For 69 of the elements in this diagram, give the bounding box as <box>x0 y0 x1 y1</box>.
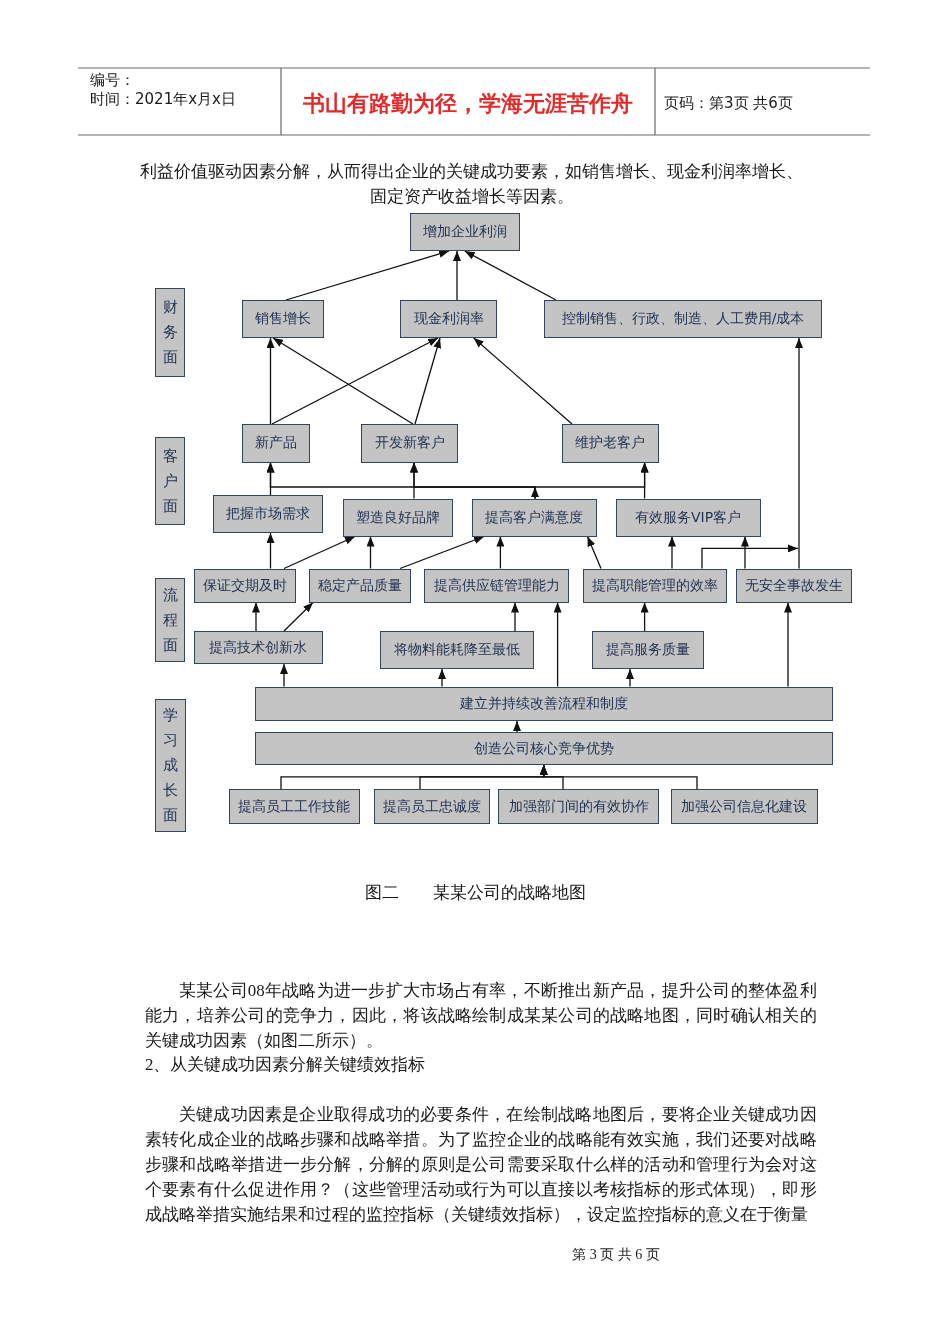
section-heading: 2、从关键成功因素分解关键绩效指标 <box>145 1054 426 1076</box>
strategy-box: 加强公司信息化建设 <box>671 789 818 824</box>
strategy-box: 现金利润率 <box>400 300 497 338</box>
side-label-box: 流程面 <box>155 578 185 662</box>
motto-text: 书山有路勤为径，学海无涯苦作舟 <box>302 90 634 118</box>
arrow <box>668 535 676 570</box>
strategy-box: 加强部门间的有效协作 <box>498 789 659 824</box>
strategy-box: 有效服务VIP客户 <box>615 498 761 537</box>
arrow <box>266 337 275 425</box>
strategy-box: 提高员工忠诚度 <box>373 789 490 824</box>
arrow <box>271 337 439 425</box>
strategy-box: 提高服务质量 <box>592 631 704 669</box>
arrow <box>741 535 749 570</box>
footer-page-number: 第 3 页 共 6 页 <box>571 1246 661 1264</box>
strategy-box: 建立并持续改善流程和制度 <box>255 686 833 721</box>
arrow <box>511 601 519 632</box>
arrow <box>280 663 288 688</box>
arrow <box>534 461 649 500</box>
arrow <box>283 535 356 570</box>
arrow <box>473 337 573 425</box>
arrow <box>795 337 803 570</box>
paragraph: 某某公司08年战略为进一步扩大市场占有率，不断推出新产品，提升公司的整体盈利能力，培养公司的竞争力，因此，将该战略绘制成某某公司的战略地图，同时确认相关的关键成功因素（如图二所示）。 <box>145 979 817 1052</box>
strategy-box: 稳定产品质量 <box>309 568 411 603</box>
figure-caption: 图二 某某公司的战略地图 <box>363 882 587 904</box>
arrow <box>252 601 260 632</box>
strategy-box: 塑造良好品牌 <box>343 498 453 537</box>
side-label-box: 学习成长面 <box>155 699 186 832</box>
page-number-text: 页码：第3页 共6页 <box>664 94 793 112</box>
paragraph: 利益价值驱动因素分解，从而得出企业的关键成功要素，如销售增长、现金利润率增长、固定资产收益增长等因素。 <box>139 161 805 208</box>
arrow <box>272 337 414 425</box>
arrow <box>539 764 698 790</box>
arrow <box>414 337 442 425</box>
arrow <box>266 532 275 570</box>
strategy-box: 控制销售、行政、制造、人工费用/成本 <box>544 300 822 338</box>
arrow <box>453 250 461 301</box>
arrow <box>626 668 634 688</box>
strategy-box: 新产品 <box>241 424 310 463</box>
arrow <box>464 250 557 301</box>
strategy-box: 保证交期及时 <box>193 568 297 603</box>
strategy-box: 销售增长 <box>241 300 324 338</box>
strategy-box: 将物料能耗降至最低 <box>380 631 534 669</box>
date-text: 时间：2021年x月x日 <box>90 90 236 108</box>
arrow <box>496 535 505 570</box>
strategy-box: 提高职能管理的效率 <box>582 568 727 603</box>
strategy-box: 维护老客户 <box>561 424 659 463</box>
strategy-box: 提高员工工作技能 <box>228 789 360 824</box>
arrow <box>399 535 485 570</box>
strategy-box: 创造公司核心竞争优势 <box>255 732 833 765</box>
arrow <box>366 535 375 570</box>
strategy-box: 无安全事故发生 <box>735 568 852 603</box>
strategy-box: 提高技术创新水 <box>193 631 323 664</box>
paragraph: 关键成功因素是企业取得成功的必要条件，在绘制战略地图后，要将企业关键成功因素转化成企业的战略步骤和战略举措。为了监控企业的战略能有效实施，我们还要对战略步骤和战略举措进一步分解，分解的原则是公司需要采取什么样的活动和管理行为会对这个要素有什么促进作用？（这些管理活动或行为可以直接以考核指标的形式体现），即形成战略举措实施结果和过程的监控指标（关键绩效指标），设定监控指标的意义在于衡量 <box>145 1103 817 1226</box>
side-label-box: 客户面 <box>155 437 185 525</box>
arrow <box>586 535 602 570</box>
arrow <box>640 601 649 632</box>
strategy-box: 提高客户满意度 <box>472 498 597 537</box>
arrow <box>285 250 450 301</box>
header-field-label: 编号： <box>90 71 135 89</box>
side-label-box: 财务面 <box>155 288 185 377</box>
arrow <box>438 668 446 688</box>
arrow <box>283 601 314 632</box>
arrow <box>701 544 799 570</box>
strategy-box: 增加企业利润 <box>410 213 520 251</box>
strategy-box: 提高供应链管理能力 <box>424 568 569 603</box>
arrow <box>553 601 562 688</box>
arrow <box>784 601 792 688</box>
strategy-box: 开发新客户 <box>361 424 458 463</box>
strategy-box: 把握市场需求 <box>213 495 323 533</box>
arrow <box>513 720 521 733</box>
